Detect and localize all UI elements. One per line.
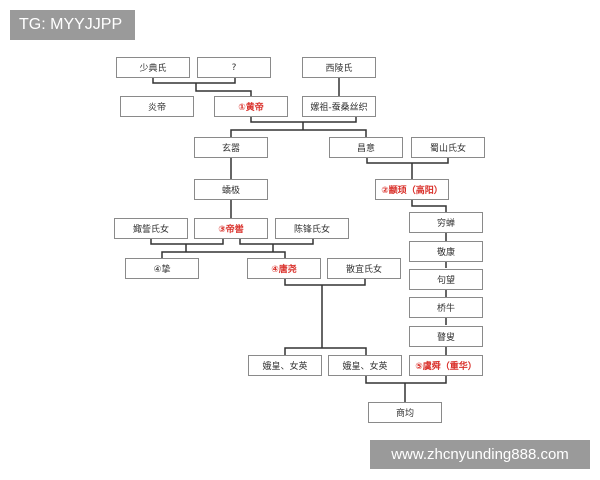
line-shangjun [365, 376, 447, 402]
node-ehuang-1: 娥皇、女英 [248, 355, 322, 376]
node-jingkang: 敬康 [409, 241, 483, 262]
node-qiongchan: 穷蝉 [409, 212, 483, 233]
node-chenfeng: 陈锋氏女 [275, 218, 349, 239]
line-shaodian-huangdi [152, 78, 252, 96]
line-changyi-zhuanxu [366, 157, 449, 179]
line-yao-daughters [284, 279, 367, 355]
node-diku: ③帝喾 [194, 218, 268, 239]
node-ehuang-2: 娥皇、女英 [328, 355, 402, 376]
node-shangjun: 商均 [368, 402, 442, 423]
node-zhuanxu: ②颛顼（高阳） [375, 179, 449, 200]
line-diku-children [150, 238, 314, 258]
node-juwang: 句望 [409, 269, 483, 290]
node-shaodian: 少典氏 [116, 57, 190, 78]
watermark-bottom-right: www.zhcnyunding888.com [370, 440, 590, 469]
node-unknown: ? [197, 57, 271, 78]
node-leizu: 嫘祖-蚕桑丝织 [302, 96, 376, 117]
node-yushun: ⑤虞舜（重华） [409, 355, 483, 376]
node-changyi: 昌意 [329, 137, 403, 158]
node-tangyao: ④唐尧 [247, 258, 321, 279]
node-juzi: 娵訾氏女 [114, 218, 188, 239]
line-zhuanxu-qiongchan [411, 200, 447, 212]
watermark-top-left: TG: MYYJJPP [10, 10, 135, 40]
node-shushan: 蜀山氏女 [411, 137, 485, 158]
node-zhi: ④挚 [125, 258, 199, 279]
node-qiaoniu: 桥牛 [409, 297, 483, 318]
node-xiling: 西陵氏 [302, 57, 376, 78]
node-gusou: 瞽叟 [409, 326, 483, 347]
node-huangdi: ①黄帝 [214, 96, 288, 117]
node-sanyi: 散宜氏女 [327, 258, 401, 279]
node-yandi: 炎帝 [120, 96, 194, 117]
node-jiaoji: 蟜极 [194, 179, 268, 200]
line-huangdi-children [230, 117, 367, 137]
node-xuanxiao: 玄嚣 [194, 137, 268, 158]
